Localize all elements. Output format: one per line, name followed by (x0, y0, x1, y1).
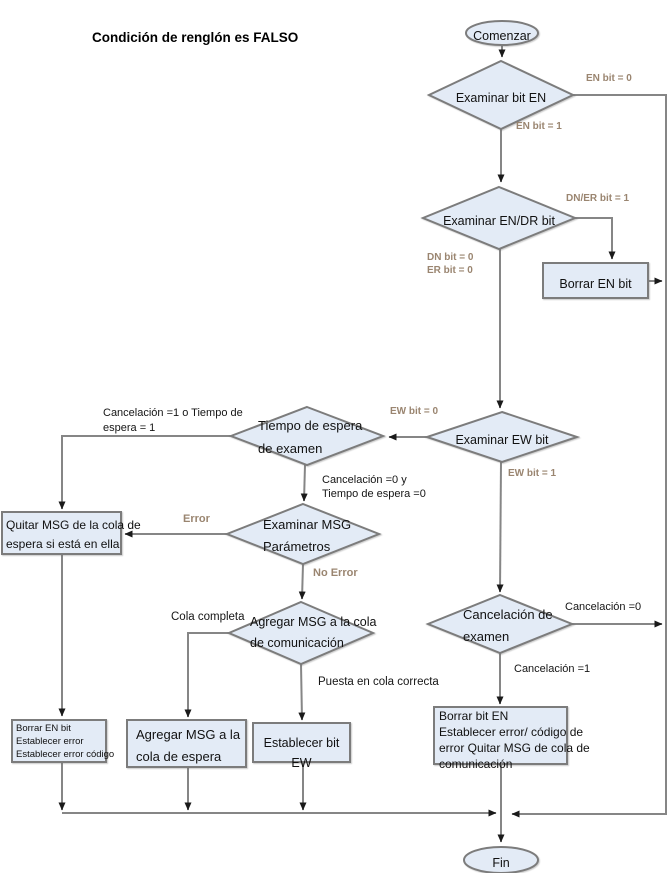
node-remove-msg-wait-shape (1, 511, 122, 555)
node-error-small-box-label: Borrar EN bit Establecer error Establece… (16, 723, 115, 760)
node-examine-ew-shape (423, 410, 581, 464)
node-examine-endr-shape (420, 185, 578, 251)
edge-label-ew-bit-0: EW bit = 0 (390, 406, 439, 417)
edge-timeout-to-quitar-msg (58, 435, 231, 510)
node-clear-en-shape (542, 262, 649, 299)
node-timeout-exam-label: Tiempo de espera de examen (258, 418, 363, 456)
node-add-msg-comm-shape (226, 600, 376, 666)
edge-examine-ew-to-cancelacion (496, 461, 504, 593)
node-set-ew-shape (252, 722, 351, 763)
node-cancel-exam-shape (425, 593, 575, 655)
node-examine-ew-label: Examinar EW bit (455, 433, 549, 447)
edge-label-en-bit-0: EN bit = 0 (586, 73, 632, 84)
edge-examine-msg-to-agregar-comm (298, 563, 306, 600)
node-remove-msg-wait-label: Quitar MSG de la cola de espera si está … (6, 518, 141, 551)
node-examine-endr-label: Examinar EN/DR bit (443, 214, 555, 228)
node-add-msg-wait-label: Agregar MSG a la cola de espera (136, 727, 241, 764)
node-start-shape (465, 20, 539, 46)
edge-label-puesta-en-cola: Puesta en cola correcta (318, 676, 439, 688)
node-end-label: Fin (492, 856, 510, 870)
node-error-small-box-shape (11, 719, 107, 763)
node-end-shape (463, 846, 539, 873)
edge-label-error: Error (183, 513, 210, 525)
node-add-msg-comm-label: Agregar MSG a la cola de comunicación (250, 615, 377, 650)
node-examine-msg-shape (224, 502, 382, 566)
node-timeout-exam-shape (228, 405, 386, 467)
node-clear-en-error-label: Borrar bit EN Establecer error/ código d… (439, 709, 590, 771)
node-cancel-exam-label: Cancelación de examen (463, 607, 553, 644)
node-examine-en-shape (426, 59, 576, 131)
edge-label-cancel0-and-timeout0: Cancelación =0 y Tiempo de espera =0 (322, 474, 426, 500)
diagram-title: Condición de renglón es FALSO (92, 30, 299, 45)
edge-agregar-comm-to-cola-espera (184, 632, 229, 718)
edge-endr-to-borrar-en (575, 217, 616, 260)
edge-agregar-comm-to-set-ew (298, 663, 306, 721)
node-examine-msg-label: Examinar MSG Parámetros (263, 517, 352, 554)
edge-label-en-bit-1: EN bit = 1 (516, 121, 562, 132)
edge-label-dn0-er0: DN bit = 0 ER bit = 0 (427, 252, 474, 276)
edge-en0-right-to-end-junction (511, 94, 667, 818)
node-examine-en-label: Examinar bit EN (455, 91, 547, 105)
node-add-msg-wait-shape (126, 719, 247, 768)
edge-label-cola-completa: Cola completa (171, 611, 245, 623)
node-clear-en-label: Borrar EN bit (559, 277, 632, 291)
node-start-label: Comenzar (473, 29, 531, 43)
edge-label-no-error: No Error (313, 567, 358, 579)
edge-label-cancelacion-1: Cancelación =1 (514, 663, 591, 675)
edge-label-cancel1-or-timeout1: Cancelación =1 o Tiempo de espera = 1 (103, 407, 243, 434)
edge-timeout-to-examine-msg (300, 464, 308, 502)
edge-label-cancelacion-0: Cancelación =0 (565, 601, 642, 613)
node-set-ew-label: Establecer bit EW (263, 736, 340, 770)
edge-label-dner-bit-1: DN/ER bit = 1 (566, 193, 630, 204)
edge-label-ew-bit-1: EW bit = 1 (508, 468, 557, 479)
node-clear-en-error-shape (433, 706, 568, 765)
